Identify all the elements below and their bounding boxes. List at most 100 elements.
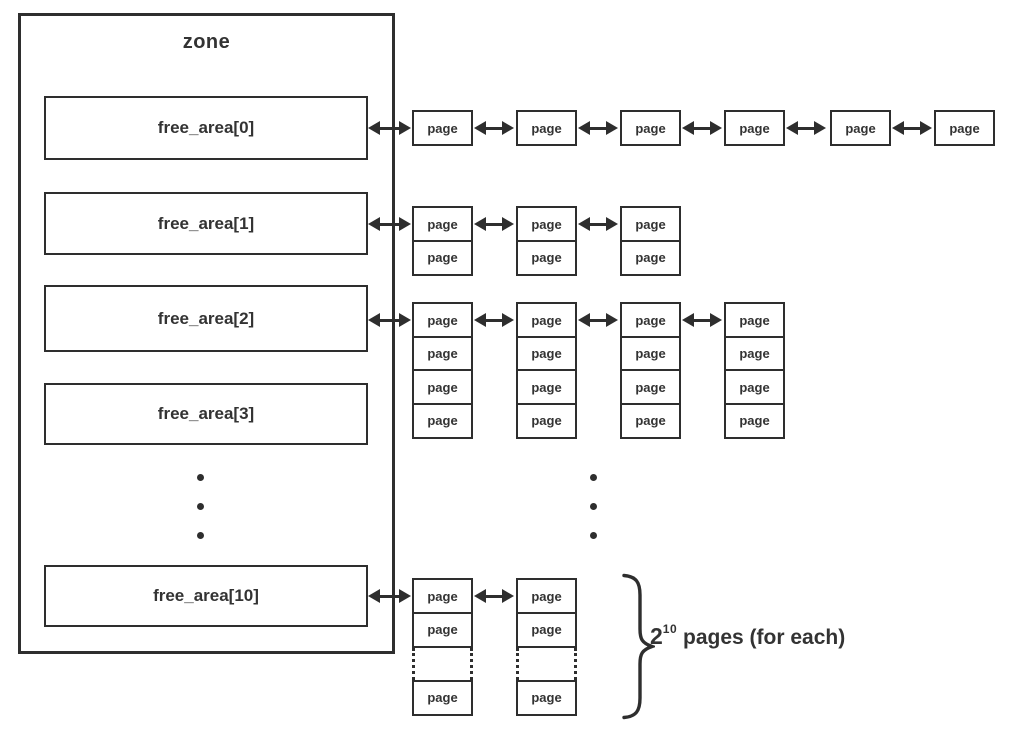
page-link-double-arrow-icon xyxy=(474,312,514,328)
page-stack: page page page page xyxy=(620,302,681,439)
page-cell: page xyxy=(724,369,785,405)
free-area-label: free_area[2] xyxy=(157,308,255,328)
arrow-shaft xyxy=(694,126,710,130)
free-area-box-1: free_area[1] xyxy=(44,192,368,255)
page-cell: page xyxy=(516,110,577,146)
page-label: page xyxy=(635,250,666,265)
zone-link-double-arrow-icon xyxy=(368,588,411,604)
arrow-shaft xyxy=(590,318,606,322)
truncation-gap xyxy=(516,647,577,680)
page-cell: page xyxy=(724,402,785,439)
free-area-label: free_area[3] xyxy=(157,404,255,423)
zone-ellipsis-dot xyxy=(197,474,204,481)
arrow-shaft xyxy=(798,126,814,130)
page-label: page xyxy=(635,120,666,136)
page-label: page xyxy=(949,120,980,136)
page-label: page xyxy=(635,413,666,428)
page-label: page xyxy=(427,120,458,136)
free-area-label: free_area[0] xyxy=(157,118,255,137)
page-cell: page xyxy=(934,110,995,146)
page-link-double-arrow-icon xyxy=(578,120,618,136)
zone-title: zone xyxy=(182,31,231,53)
page-cell: page xyxy=(516,302,577,338)
zone-link-double-arrow-icon xyxy=(368,312,411,328)
page-stack: page xyxy=(516,110,577,146)
page-label: page xyxy=(427,346,458,361)
zone-ellipsis-dot xyxy=(197,503,204,510)
page-link-double-arrow-icon xyxy=(682,120,722,136)
page-cell: page xyxy=(412,611,473,648)
arrow-shaft xyxy=(590,222,606,226)
page-link-double-arrow-icon xyxy=(474,588,514,604)
page-cell: page xyxy=(516,369,577,405)
page-cell: page xyxy=(516,611,577,648)
page-link-double-arrow-icon xyxy=(786,120,826,136)
page-label: page xyxy=(531,312,562,328)
page-stack: page page xyxy=(620,206,681,276)
zone-ellipsis-dot xyxy=(197,532,204,539)
arrow-shaft xyxy=(694,318,710,322)
zone-link-double-arrow-icon xyxy=(368,216,411,232)
page-cell: page xyxy=(516,206,577,242)
arrow-shaft xyxy=(380,222,399,226)
chain-ellipsis-dot xyxy=(590,474,597,481)
page-cell: page xyxy=(412,679,473,716)
page-stack: page page page page xyxy=(412,302,473,439)
page-cell: page xyxy=(516,335,577,372)
page-label: page xyxy=(531,379,562,395)
free-area-box-3: free_area[3] xyxy=(44,383,368,445)
page-cell: page xyxy=(620,239,681,276)
page-cell: page xyxy=(516,578,577,614)
page-link-double-arrow-icon xyxy=(892,120,932,136)
annotation-base: 2 xyxy=(650,623,663,649)
page-link-double-arrow-icon xyxy=(578,216,618,232)
free-area-box-0: free_area[0] xyxy=(44,96,368,160)
page-label: page xyxy=(531,346,562,361)
arrow-shaft xyxy=(904,126,920,130)
page-label: page xyxy=(635,216,666,232)
annotation-exponent: 10 xyxy=(662,622,678,636)
page-stack: page page page page xyxy=(516,302,577,439)
page-cell: page xyxy=(724,302,785,338)
page-link-double-arrow-icon xyxy=(474,120,514,136)
page-label: page xyxy=(427,413,458,428)
page-link-double-arrow-icon xyxy=(474,216,514,232)
free-area-label: free_area[1] xyxy=(157,213,255,233)
page-cell: page xyxy=(412,110,473,146)
page-link-double-arrow-icon xyxy=(578,312,618,328)
chain-ellipsis-dot xyxy=(590,532,597,539)
page-stack: page xyxy=(830,110,891,146)
page-label: page xyxy=(635,312,666,328)
page-label: page xyxy=(427,250,458,265)
page-label: page xyxy=(635,379,666,395)
page-cell: page xyxy=(724,110,785,146)
page-cell: page xyxy=(620,335,681,372)
page-cell: page xyxy=(620,369,681,405)
free-area-label: free_area[10] xyxy=(153,586,259,605)
page-cell: page xyxy=(412,239,473,276)
page-label: page xyxy=(635,346,666,361)
free-area-box-2: free_area[2] xyxy=(44,285,368,352)
page-cell: page xyxy=(620,206,681,242)
arrow-shaft xyxy=(486,126,502,130)
arrow-shaft xyxy=(486,594,502,598)
page-label: page xyxy=(427,622,458,637)
arrow-shaft xyxy=(380,318,399,322)
arrow-shaft xyxy=(486,318,502,322)
page-cell: page xyxy=(412,369,473,405)
page-label: page xyxy=(739,379,770,395)
page-label: page xyxy=(427,312,458,328)
page-stack: page xyxy=(724,110,785,146)
page-cell: page xyxy=(620,302,681,338)
page-label: page xyxy=(845,120,876,136)
page-label: page xyxy=(531,413,562,428)
curly-brace-icon xyxy=(622,573,655,720)
annotation-suffix: pages (for each) xyxy=(677,626,846,649)
page-label: page xyxy=(739,120,770,136)
page-cell: page xyxy=(516,239,577,276)
